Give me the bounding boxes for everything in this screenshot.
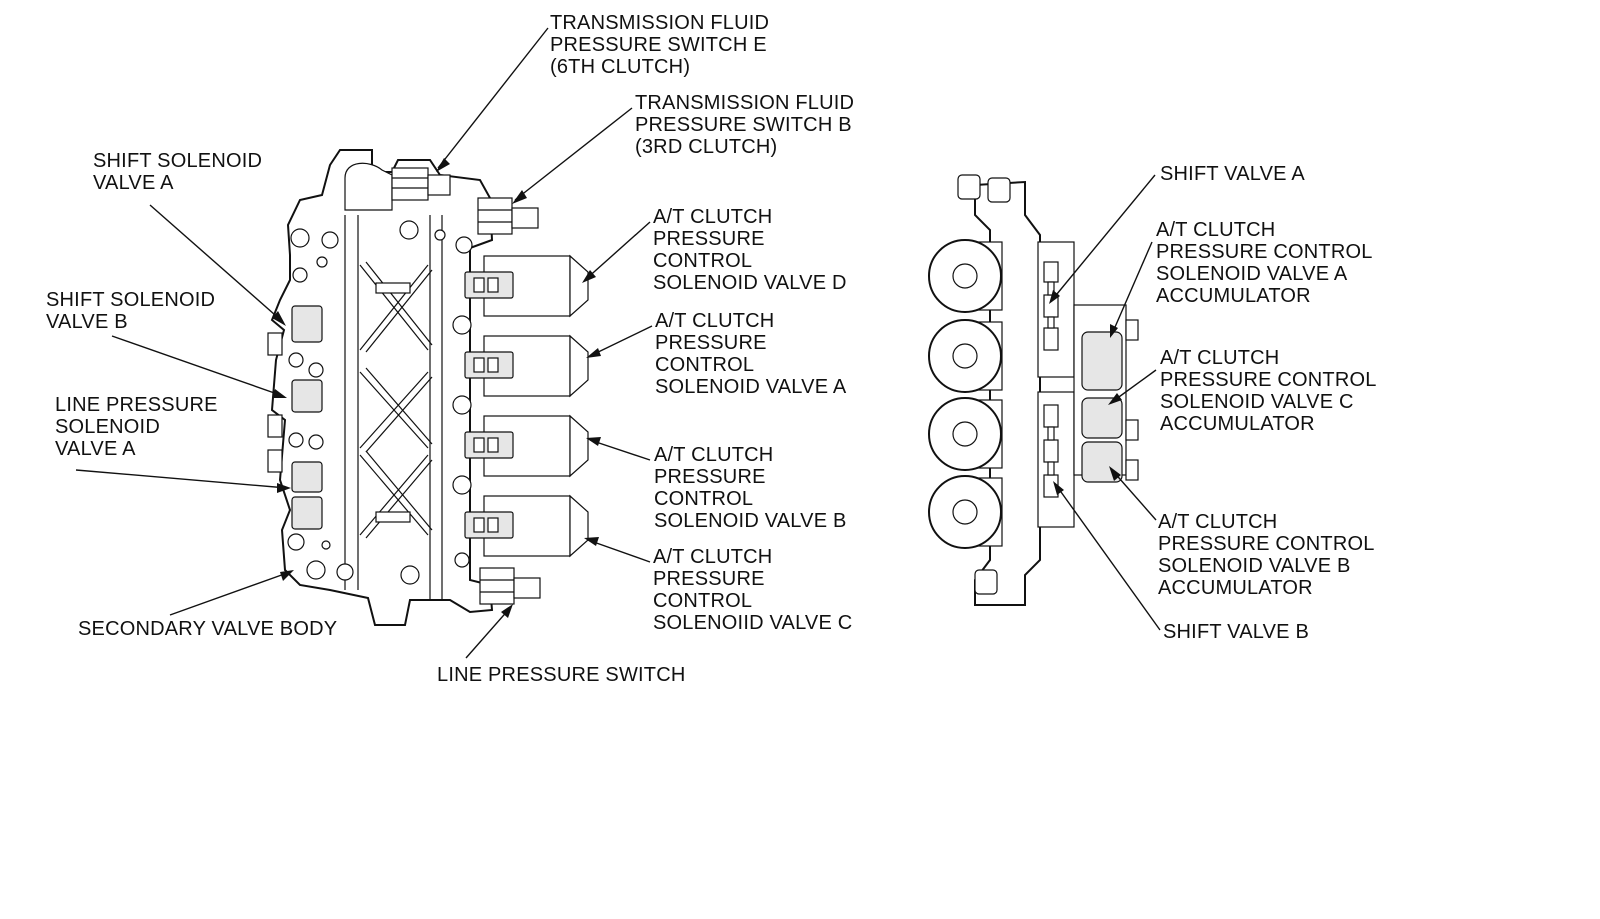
secondary-valve-body-drawing: [267, 149, 589, 626]
x-brace-upper: [359, 261, 433, 353]
label-line: SHIFT VALVE A: [1160, 163, 1305, 185]
label-line: ACCUMULATOR: [1156, 285, 1311, 307]
label-line: ACCUMULATOR: [1160, 413, 1315, 435]
label-line: SHIFT SOLENOID: [93, 150, 263, 172]
label-line-pressure-solenoid-valve-a: LINE PRESSURE SOLENOID VALVE A: [55, 394, 218, 460]
label-line: A/T CLUTCH: [653, 546, 773, 568]
label-shift-solenoid-valve-b: SHIFT SOLENOID VALVE B: [46, 289, 215, 333]
label-line: A/T CLUTCH: [655, 310, 775, 332]
label-line: SOLENOID VALVE B: [1158, 555, 1351, 577]
label-line: PRESSURE CONTROL: [1156, 241, 1373, 263]
label-atc-solenoid-valve-d: A/T CLUTCH PRESSURE CONTROL SOLENOID VAL…: [653, 206, 847, 294]
label-line: PRESSURE CONTROL: [1158, 533, 1375, 555]
label-line: SOLENOID VALVE A: [1156, 263, 1348, 285]
label-line: (6TH CLUTCH): [550, 56, 691, 78]
solenoid-cap-2: [928, 319, 1003, 393]
label-line: SOLENOID VALVE C: [1160, 391, 1354, 413]
label-line: A/T CLUTCH: [1158, 511, 1278, 533]
label-line: CONTROL: [654, 488, 754, 510]
pressure-switch-e-drawing: [391, 167, 451, 201]
label-line: LINE PRESSURE SWITCH: [437, 664, 686, 686]
label-atc-solenoid-valve-c: A/T CLUTCH PRESSURE CONTROL SOLENOIID VA…: [653, 546, 852, 634]
label-line: VALVE B: [46, 311, 128, 333]
label-line: SECONDARY VALVE BODY: [78, 618, 338, 640]
label-line: SOLENOID VALVE B: [654, 510, 847, 532]
label-line: LINE PRESSURE: [55, 394, 218, 416]
label-line: SOLENOID VALVE A: [655, 376, 847, 398]
label-atc-solenoid-valve-b: A/T CLUTCH PRESSURE CONTROL SOLENOID VAL…: [654, 444, 847, 532]
label-line: TRANSMISSION FLUID: [550, 12, 770, 34]
solenoid-c-drawing: [464, 494, 589, 558]
label-accumulator-c: A/T CLUTCH PRESSURE CONTROL SOLENOID VAL…: [1160, 347, 1377, 435]
line-pressure-switch-drawing: [479, 567, 541, 605]
label-line: SOLENOIID VALVE C: [653, 612, 853, 634]
label-line: PRESSURE: [653, 228, 765, 250]
solenoid-cap-4: [928, 475, 1003, 549]
x-brace-lower: [359, 450, 433, 539]
label-line: SOLENOID: [55, 416, 160, 438]
label-line: ACCUMULATOR: [1158, 577, 1313, 599]
label-line: PRESSURE: [654, 466, 766, 488]
label-line: VALVE A: [55, 438, 136, 460]
label-atc-solenoid-valve-a: A/T CLUTCH PRESSURE CONTROL SOLENOID VAL…: [655, 310, 846, 398]
label-line: PRESSURE: [653, 568, 765, 590]
label-line: SHIFT SOLENOID: [46, 289, 216, 311]
label-line: SOLENOID VALVE D: [653, 272, 847, 294]
solenoid-cap-3: [928, 397, 1003, 471]
label-trans-fluid-pressure-switch-e: TRANSMISSION FLUID PRESSURE SWITCH E (6T…: [550, 12, 769, 78]
x-brace-middle: [359, 367, 433, 453]
label-shift-solenoid-valve-a: SHIFT SOLENOID VALVE A: [93, 150, 262, 194]
label-line: PRESSURE SWITCH B: [635, 114, 852, 136]
label-line: A/T CLUTCH: [653, 206, 773, 228]
label-line: CONTROL: [653, 250, 753, 272]
label-secondary-valve-body: SECONDARY VALVE BODY: [78, 618, 337, 640]
label-line: SHIFT VALVE B: [1163, 621, 1309, 643]
label-line: PRESSURE: [655, 332, 767, 354]
label-line: TRANSMISSION FLUID: [635, 92, 855, 114]
label-accumulator-b: A/T CLUTCH PRESSURE CONTROL SOLENOID VAL…: [1158, 511, 1375, 599]
label-shift-valve-b: SHIFT VALVE B: [1163, 621, 1309, 643]
label-line: CONTROL: [653, 590, 753, 612]
label-line: (3RD CLUTCH): [635, 136, 778, 158]
leader-lines: [75, 27, 1161, 659]
label-line: PRESSURE CONTROL: [1160, 369, 1377, 391]
label-line: A/T CLUTCH: [1160, 347, 1280, 369]
label-line: CONTROL: [655, 354, 755, 376]
label-line-pressure-switch: LINE PRESSURE SWITCH: [437, 664, 685, 686]
label-line: VALVE A: [93, 172, 174, 194]
solenoid-b-drawing: [464, 414, 589, 478]
label-line: A/T CLUTCH: [654, 444, 774, 466]
label-line: A/T CLUTCH: [1156, 219, 1276, 241]
label-trans-fluid-pressure-switch-b: TRANSMISSION FLUID PRESSURE SWITCH B (3R…: [635, 92, 854, 158]
pressure-switch-b-drawing: [477, 197, 539, 235]
solenoid-cap-1: [928, 239, 1003, 313]
label-shift-valve-a: SHIFT VALVE A: [1160, 163, 1305, 185]
solenoid-d-drawing: [464, 254, 589, 318]
solenoid-a-drawing: [464, 334, 589, 398]
label-line: PRESSURE SWITCH E: [550, 34, 767, 56]
label-accumulator-a: A/T CLUTCH PRESSURE CONTROL SOLENOID VAL…: [1156, 219, 1373, 307]
side-view-drawing: [928, 174, 1139, 606]
